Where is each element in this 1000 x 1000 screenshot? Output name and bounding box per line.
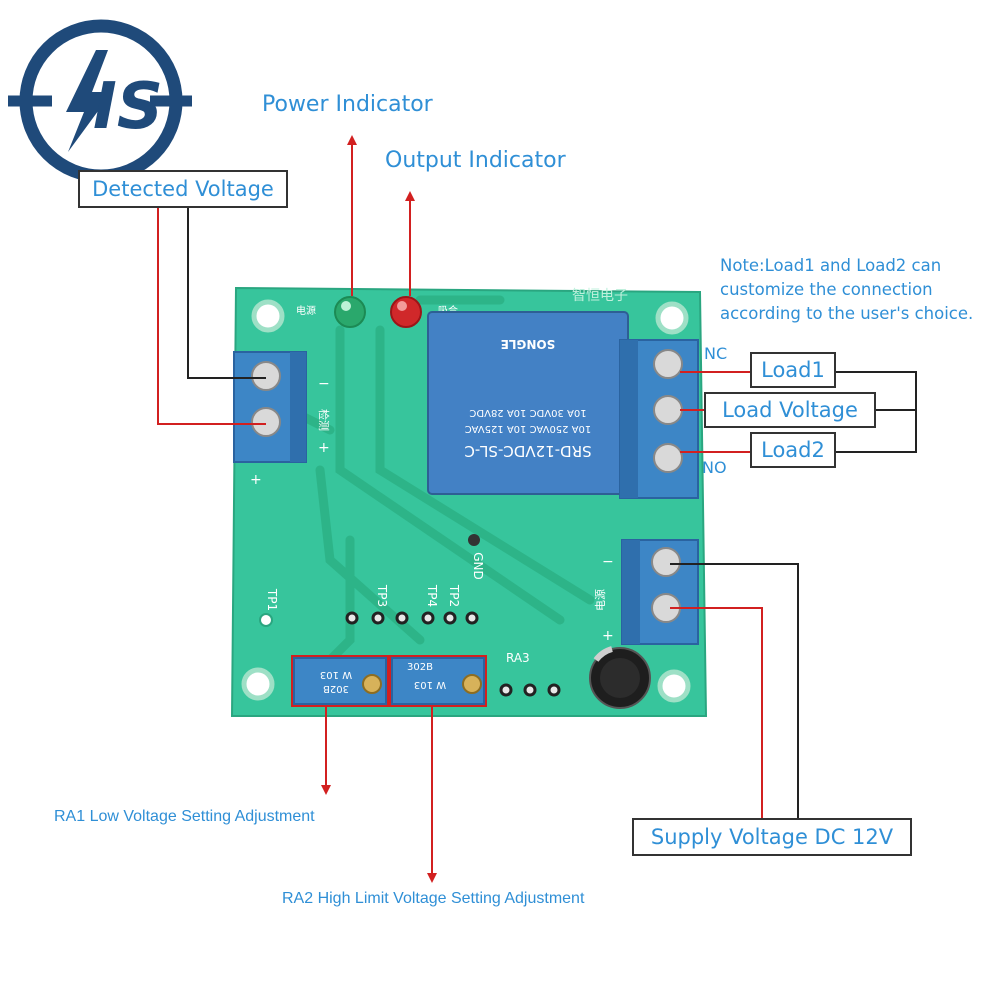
svg-text:+: + <box>318 440 330 456</box>
svg-text:302B: 302B <box>407 662 433 673</box>
svg-text:W 103: W 103 <box>414 679 446 690</box>
relay-rating-ac: 10A 250VAC 10A 125VAC <box>465 423 592 434</box>
supply-voltage-label: Supply Voltage DC 12V <box>632 818 912 856</box>
pot-ra2: 302B W 103 <box>391 657 485 705</box>
silk-detect: 检测 <box>317 409 331 431</box>
output-indicator-label: Output Indicator <box>385 148 566 173</box>
relay: SRD-12VDC-SL-C 10A 250VAC 10A 125VAC 10A… <box>427 311 629 495</box>
load2-label: Load2 <box>750 432 836 468</box>
silk-ra3: RA3 <box>506 651 530 665</box>
terminal-detect <box>233 351 307 463</box>
load1-label: Load1 <box>750 352 836 388</box>
note-line: according to the user's choice. <box>720 304 974 323</box>
output-led <box>390 296 422 328</box>
ra2-label: RA2 High Limit Voltage Setting Adjustmen… <box>282 890 585 907</box>
ra1-label: RA1 Low Voltage Setting Adjustment <box>54 808 315 825</box>
terminal-supply <box>621 539 699 645</box>
silk-brand: 智恒电子 <box>572 288 628 304</box>
silk-tp2: TP2 <box>447 584 461 607</box>
silk-tp4: TP4 <box>425 584 439 607</box>
capacitor <box>589 646 651 709</box>
nc-label: NC <box>704 344 728 363</box>
terminal-load <box>619 339 699 499</box>
logo-text: IS <box>93 70 163 144</box>
mount-hole <box>655 301 689 335</box>
relay-model: SRD-12VDC-SL-C <box>464 442 591 460</box>
mount-hole <box>251 299 285 333</box>
silk-tp1: TP1 <box>265 588 279 611</box>
pcb-board: TP1 TP3 TP4 TP2 GND RA3 智恒电子 电源 吸合 检测 电源… <box>230 286 708 717</box>
silk-gnd: GND <box>471 552 485 580</box>
svg-text:W 103: W 103 <box>320 669 352 680</box>
silk-supply: 电源 <box>593 589 607 611</box>
load-voltage-label: Load Voltage <box>704 392 876 428</box>
relay-brand: SONGLE <box>501 337 556 351</box>
pot-ra1: 302B W 103 <box>293 657 387 705</box>
svg-text:+: + <box>602 628 614 644</box>
power-led <box>334 296 366 328</box>
svg-text:−: − <box>318 376 330 392</box>
callout-lines <box>157 135 917 883</box>
power-indicator-label: Power Indicator <box>262 92 433 117</box>
svg-text:+: + <box>250 472 262 488</box>
note-line: customize the connection <box>720 280 933 299</box>
note-line: Note:Load1 and Load2 can <box>720 256 942 275</box>
no-label: NO <box>702 458 727 477</box>
brand-logo: IS <box>8 19 192 183</box>
svg-text:302B: 302B <box>323 683 349 694</box>
svg-text:−: − <box>602 554 614 570</box>
mount-hole <box>241 667 275 701</box>
silk-tp3: TP3 <box>375 584 389 607</box>
mount-hole <box>657 669 691 703</box>
note-text: Note:Load1 and Load2 can customize the c… <box>720 254 973 326</box>
silk-power: 电源 <box>296 304 316 317</box>
detected-voltage-label: Detected Voltage <box>78 170 288 208</box>
relay-rating-dc: 10A 30VDC 10A 28VDC <box>469 407 586 418</box>
